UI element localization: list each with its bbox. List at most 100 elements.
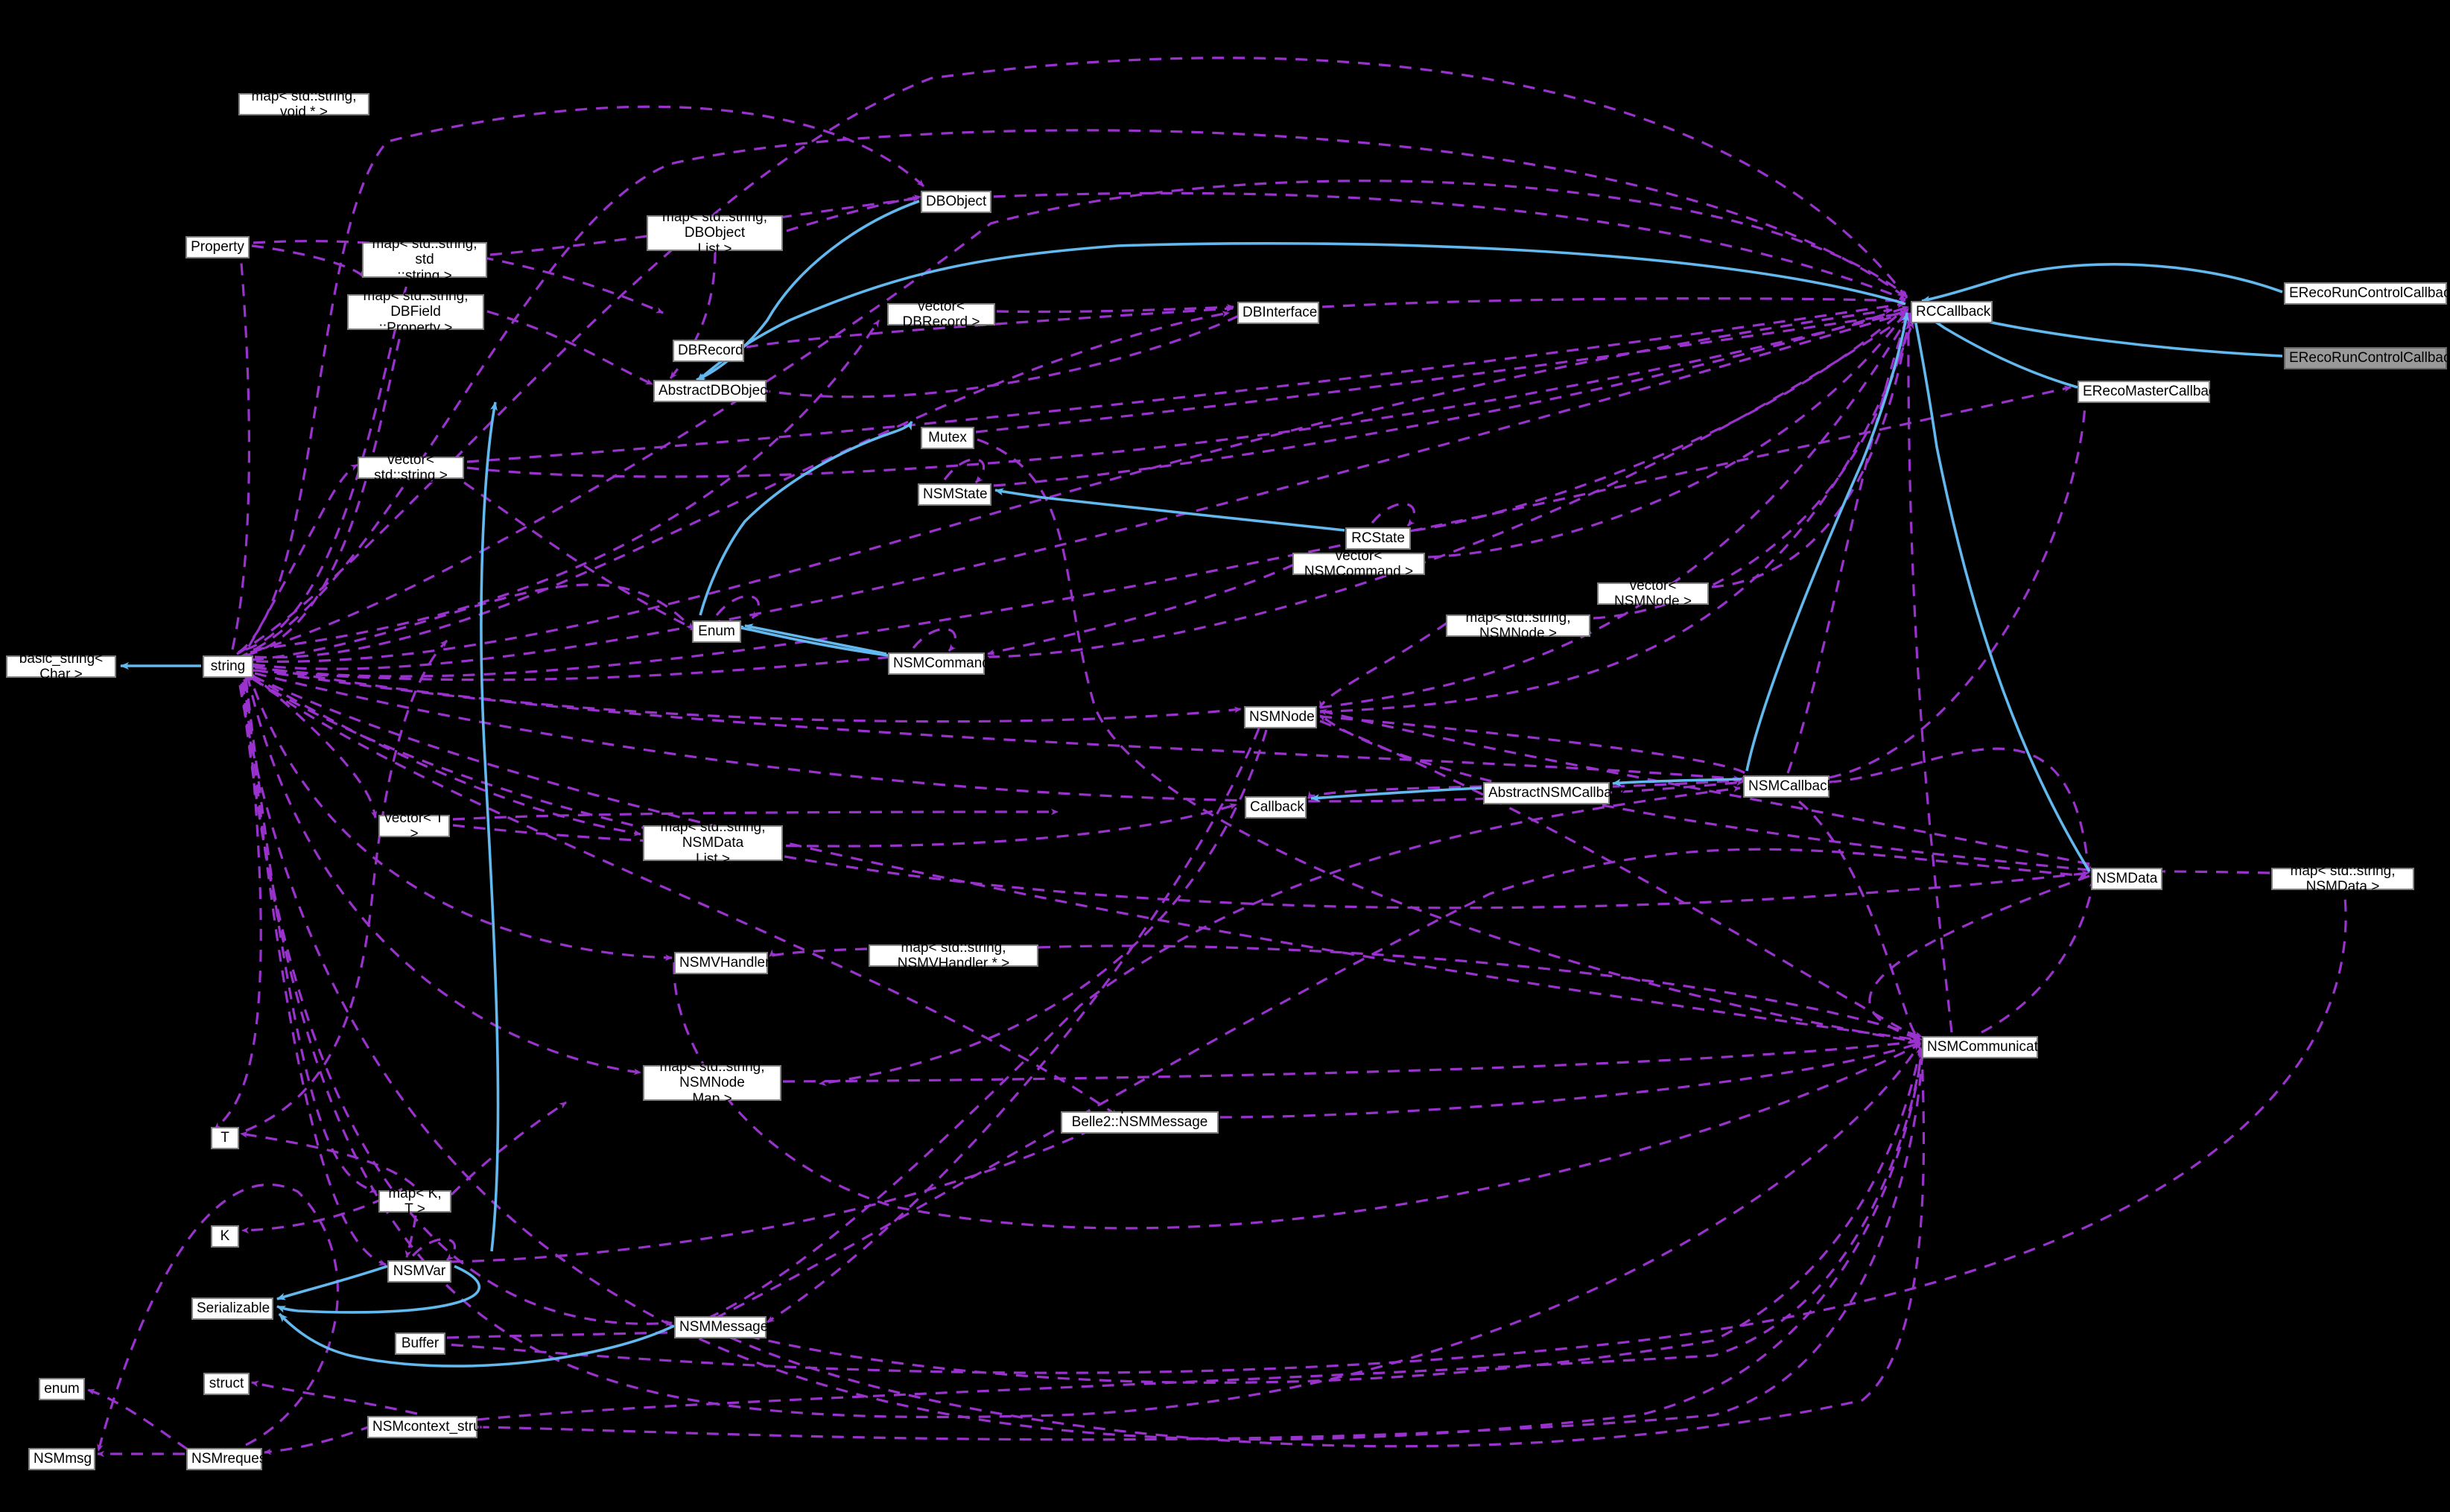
- class-node-label: map< std::string, NSMData >: [2290, 863, 2396, 895]
- class-node-map_string_nsmdata[interactable]: map< std::string, NSMData >: [2271, 863, 2414, 895]
- class-node-label: enum: [44, 1381, 80, 1397]
- class-node-label: Callback: [1250, 799, 1304, 816]
- class-node-basic_string_char[interactable]: basic_string< Char >: [6, 651, 116, 682]
- class-node-label: ERecoRunControlCallback: [2289, 350, 2450, 366]
- class-node-serializable[interactable]: Serializable: [191, 1297, 273, 1320]
- class-node-label: Mutex: [928, 430, 967, 446]
- class-node-label: map< K, T >: [388, 1185, 442, 1217]
- class-node-label: vector< T >: [384, 810, 444, 842]
- class-node-label: RCCallback: [1916, 304, 1991, 320]
- class-node-nsmdata[interactable]: NSMData: [2091, 868, 2162, 890]
- class-node-nsmvar[interactable]: NSMVar: [387, 1260, 451, 1283]
- class-node-dbrecord[interactable]: DBRecord: [673, 340, 744, 362]
- class-node-label: Enum: [698, 623, 735, 640]
- class-node-map_string_dbobjectlist[interactable]: map< std::string, DBObject List >: [647, 209, 783, 257]
- class-node-label: ERecoRunControlCallback: [2289, 285, 2450, 302]
- class-node-label: map< std::string, NSMNode >: [1465, 609, 1571, 641]
- class-node-nsmcontext_struct[interactable]: NSMcontext_struct: [367, 1416, 492, 1438]
- class-node-label: vector< std::string >: [374, 451, 448, 483]
- class-node-nsmcommunicator[interactable]: NSMCommunicator: [1922, 1036, 2051, 1058]
- class-node-ereco_runcontrol_cb2[interactable]: ERecoRunControlCallback: [2284, 347, 2450, 369]
- class-node-label: string: [210, 658, 246, 675]
- class-node-mutex[interactable]: Mutex: [921, 427, 974, 449]
- class-node-map_string_nsmnodemap[interactable]: map< std::string, NSMNode Map >: [643, 1059, 781, 1107]
- class-node-label: NSMcontext_struct: [372, 1419, 492, 1435]
- class-node-rccallback[interactable]: RCCallback: [1911, 301, 1993, 323]
- class-node-label: vector< NSMNode >: [1613, 577, 1692, 609]
- class-node-label: map< std::string, std ::string >: [372, 236, 477, 284]
- class-node-label: NSMCommand: [893, 655, 990, 672]
- class-node-buffer[interactable]: Buffer: [395, 1332, 445, 1355]
- class-node-label: AbstractDBObject: [658, 383, 771, 399]
- class-node-ereco_runcontrol_cb1[interactable]: ERecoRunControlCallback: [2284, 282, 2450, 305]
- class-node-label: Property: [191, 239, 244, 255]
- class-node-label: Buffer: [401, 1335, 439, 1352]
- class-node-vector_nsmnode[interactable]: vector< NSMNode >: [1597, 578, 1709, 609]
- class-node-label: map< std::string, DBObject List >: [662, 209, 767, 257]
- class-node-map_string_voidp[interactable]: map< std::string, void * >: [238, 89, 369, 120]
- class-node-abstractdbobject[interactable]: AbstractDBObject: [653, 380, 771, 402]
- class-node-nsmstate[interactable]: NSMState: [918, 483, 991, 506]
- class-node-label: ERecoMasterCallback: [2083, 384, 2223, 400]
- class-node-label: NSMrequest: [191, 1451, 270, 1467]
- class-node-queue_nsmmessage[interactable]: queue< Belle2::NSMMessage >: [1061, 1099, 1219, 1146]
- class-node-vector_t[interactable]: vector< T >: [378, 810, 450, 842]
- class-node-label: vector< DBRecord >: [902, 298, 980, 330]
- class-node-label: T: [220, 1130, 229, 1146]
- class-node-nsmmsg[interactable]: NSMmsg: [28, 1448, 95, 1470]
- usage-edges: [87, 57, 2347, 1458]
- class-node-abstractnsmcallback[interactable]: AbstractNSMCallback: [1483, 782, 1626, 804]
- class-node-label: NSMMessage: [679, 1319, 769, 1335]
- class-node-label: NSMCommunicator: [1927, 1039, 2051, 1055]
- class-node-label: NSMCallback: [1748, 778, 1835, 795]
- class-node-map_string_dbfield[interactable]: map< std::string, DBField ::Property >: [347, 288, 484, 336]
- class-node-enum_kw[interactable]: enum: [39, 1378, 85, 1400]
- class-node-map_k_t[interactable]: map< K, T >: [378, 1186, 451, 1217]
- class-node-callback[interactable]: Callback: [1245, 796, 1307, 819]
- class-node-nsmrequest[interactable]: NSMrequest: [186, 1448, 270, 1470]
- class-node-label: NSMData: [2096, 871, 2158, 887]
- class-node-label: map< std::string, NSMVHandler * >: [897, 939, 1010, 971]
- class-node-nsmcallback[interactable]: NSMCallback: [1743, 775, 1835, 798]
- class-node-vector_dbrecord[interactable]: vector< DBRecord >: [887, 299, 995, 330]
- class-node-string[interactable]: string: [203, 655, 253, 678]
- class-node-label: map< std::string, DBField ::Property >: [363, 288, 469, 336]
- class-node-nsmnode[interactable]: NSMNode: [1244, 706, 1317, 728]
- class-node-enum_tpl[interactable]: Enum: [692, 620, 741, 643]
- class-node-label: RCState: [1351, 530, 1405, 547]
- class-node-label: K: [220, 1228, 230, 1245]
- class-node-map_string_nsmdatalist[interactable]: map< std::string, NSMData List >: [643, 819, 783, 867]
- class-node-property[interactable]: Property: [185, 236, 250, 258]
- class-node-label: DBRecord: [678, 343, 743, 359]
- class-node-struct_kw[interactable]: struct: [203, 1373, 250, 1395]
- class-node-dbinterface[interactable]: DBInterface: [1237, 302, 1319, 324]
- class-node-label: queue< Belle2::NSMMessage >: [1071, 1099, 1208, 1146]
- class-node-label: vector< NSMCommand >: [1304, 547, 1414, 579]
- class-node-label: NSMState: [923, 486, 988, 503]
- class-node-label: struct: [209, 1376, 244, 1392]
- class-node-rcstate[interactable]: RCState: [1345, 527, 1411, 550]
- class-node-label: NSMVar: [393, 1263, 446, 1280]
- class-node-label: DBObject: [926, 194, 987, 210]
- class-node-k_tpl[interactable]: K: [211, 1225, 239, 1248]
- class-node-nsmcommand[interactable]: NSMCommand: [888, 652, 990, 675]
- class-node-label: basic_string< Char >: [19, 650, 104, 682]
- class-node-dbobject[interactable]: DBObject: [921, 191, 991, 213]
- class-node-erecomastercallback[interactable]: ERecoMasterCallback: [2078, 381, 2223, 403]
- class-node-vector_string[interactable]: vector< std::string >: [358, 452, 464, 483]
- class-node-nsmvhandler[interactable]: NSMVHandler: [674, 952, 770, 974]
- class-node-label: DBInterface: [1243, 305, 1318, 321]
- class-node-nsmmessage[interactable]: NSMMessage: [674, 1316, 769, 1338]
- class-node-label: map< std::string, NSMNode Map >: [659, 1059, 765, 1107]
- class-node-map_string_nsmnode[interactable]: map< std::string, NSMNode >: [1446, 610, 1590, 641]
- class-node-map_string_nsmvhandler[interactable]: map< std::string, NSMVHandler * >: [869, 940, 1038, 971]
- class-node-vector_nsmcommand[interactable]: vector< NSMCommand >: [1292, 548, 1425, 579]
- class-node-label: NSMNode: [1249, 709, 1315, 725]
- class-node-label: AbstractNSMCallback: [1488, 785, 1626, 801]
- class-node-t_tpl[interactable]: T: [211, 1127, 239, 1149]
- class-node-map_string_string[interactable]: map< std::string, std ::string >: [362, 236, 487, 284]
- class-node-label: NSMVHandler: [679, 955, 770, 971]
- class-node-label: NSMmsg: [34, 1451, 92, 1467]
